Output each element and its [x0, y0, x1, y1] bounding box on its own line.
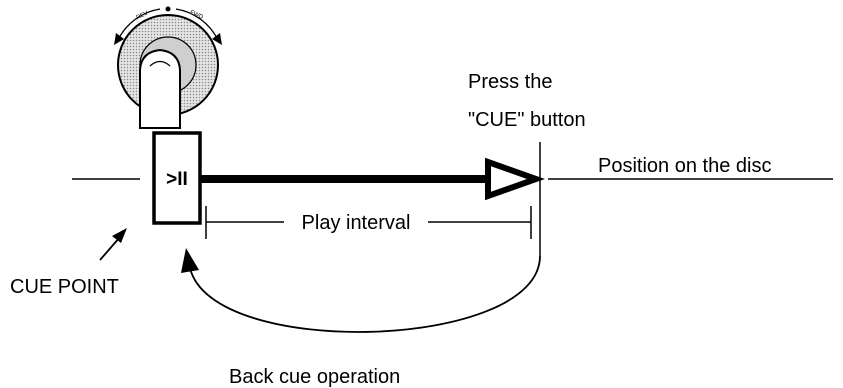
play-interval-label: Play interval [302, 212, 411, 234]
rotate-left-arrowhead [114, 33, 124, 45]
position-on-disc-label: Position on the disc [598, 155, 771, 177]
back-cue-arc [189, 255, 541, 333]
back-cue-arrowhead [181, 248, 199, 273]
press-cue-label-line2: "CUE" button [468, 109, 586, 131]
jog-fwd-label: FWD [189, 10, 205, 21]
rotate-right-arrowhead [212, 33, 222, 45]
cue-point-pointer-line [99, 236, 121, 261]
rotate-right-arrow [175, 8, 219, 41]
play-arrow-head [485, 157, 545, 201]
back-cue-operation-label: Back cue operation [229, 366, 400, 388]
finger-icon [139, 48, 181, 129]
cue-point-label: CUE POINT [10, 276, 119, 298]
press-cue-label-line1: Press the [468, 71, 552, 93]
rotate-left-arrow [117, 8, 161, 41]
jog-rev-label: REV [136, 11, 150, 22]
jog-dial[interactable]: REV FWD [114, 6, 222, 129]
jog-dial-top-marker [165, 6, 171, 12]
play-pause-button[interactable]: >II [152, 131, 202, 225]
fingernail [149, 60, 171, 67]
play-interval-dimension: Play interval [205, 206, 532, 239]
cue-point-pointer-arrowhead [112, 228, 127, 243]
play-pause-button-frame [152, 131, 202, 225]
play-pause-button-label: >II [166, 169, 188, 190]
